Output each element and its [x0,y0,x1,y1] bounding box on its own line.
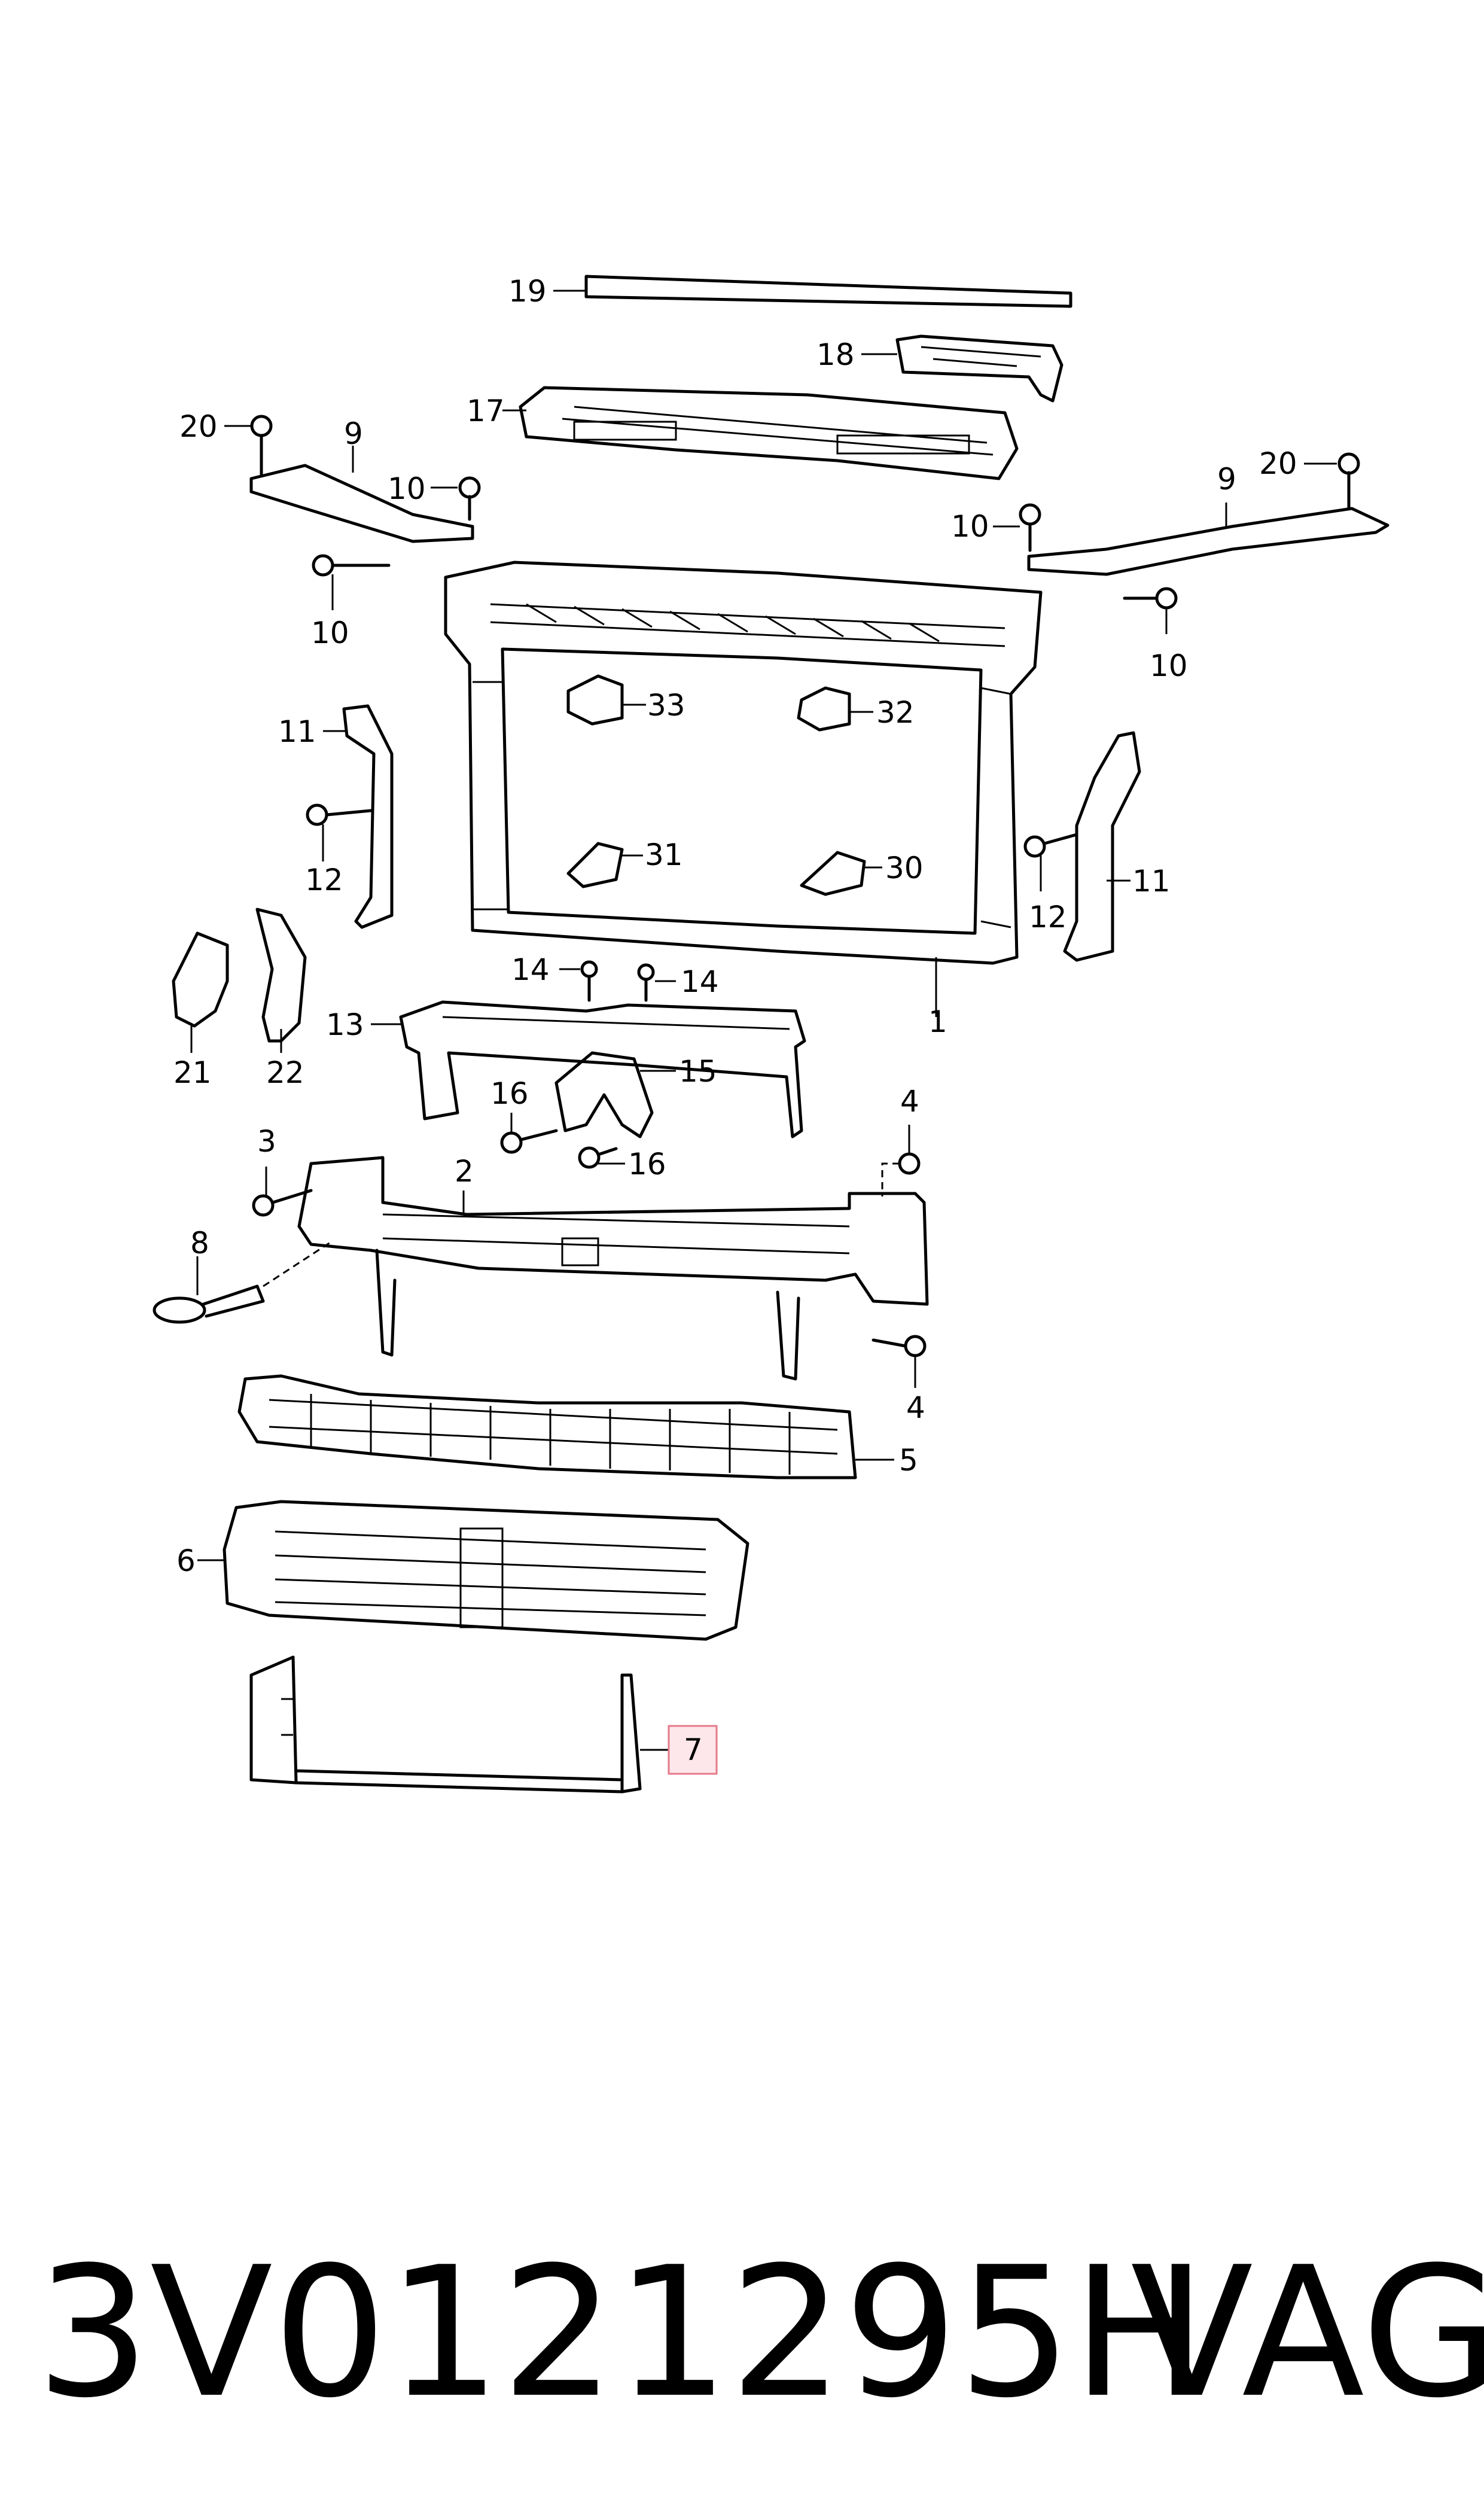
part-4-screws [871,1125,927,1388]
callout-22: 22 [266,1055,304,1090]
part-16-screws [500,1113,625,1169]
callout-33: 33 [647,688,685,723]
callout-6: 6 [176,1543,196,1578]
callout-14-left: 14 [511,952,550,987]
callout-7-highlight [668,1725,718,1775]
callout-11-left: 11 [278,714,316,749]
callout-21: 21 [173,1055,212,1090]
callout-7: 7 [684,1733,703,1767]
callout-20-right: 20 [1259,446,1297,481]
part-2-bumper-reinforcement [297,1156,929,1381]
part-13-lower-carrier [371,1000,806,1138]
part-7-air-guide [249,1655,670,1794]
part-32-clip [797,686,873,732]
callout-20-left: 20 [179,409,218,444]
callout-32: 32 [876,695,915,730]
part-9-left-strut [249,446,474,543]
callout-4-bottom: 4 [906,1390,925,1425]
part-17-upper-cross-member [502,386,1019,480]
part-21-bracket [172,931,229,1053]
exploded-parts-diagram: 19 18 17 20 9 10 10 [153,274,1389,1794]
callout-15: 15 [679,1054,717,1089]
part-12-left-screw [306,803,373,861]
part-9-right-strut [1027,503,1389,576]
callout-13: 13 [326,1007,364,1042]
callout-8: 8 [190,1226,209,1260]
part-30-clip [800,851,882,896]
part-14-clips [559,960,676,1002]
part-1-lock-carrier-frame [444,561,1043,1017]
callout-2: 2 [455,1154,474,1189]
part-19-seal-strip [553,275,1072,308]
callout-17: 17 [467,394,505,428]
callout-4-top: 4 [900,1084,919,1119]
callout-11-right: 11 [1132,864,1171,899]
part-5-energy-absorber [237,1374,894,1479]
callout-9-left: 9 [344,416,363,451]
callout-16-a: 16 [490,1076,529,1111]
callout-30: 30 [885,851,924,885]
part-33-clip [566,674,646,726]
part-20-left-screw [224,415,273,477]
part-31-clip [566,842,643,888]
part-12-right-screw [1023,833,1078,891]
callout-9-right: 9 [1217,462,1236,497]
callout-12-left: 12 [305,863,343,897]
part-20-right-screw [1304,452,1360,510]
part-22-bracket [255,908,307,1053]
callout-19: 19 [508,274,547,309]
callout-16-b: 16 [628,1147,666,1182]
callout-18: 18 [816,337,855,372]
part-8-towing-eye [153,1240,333,1324]
part-number: 3V0121295H [36,2228,1207,2437]
part-6-air-shutter [197,1500,749,1641]
callout-12-right: 12 [1029,900,1067,934]
part-11-right-side-bracket [1063,731,1141,962]
brand-name: VAG [1130,2228,1484,2437]
part-15-lock-bracket [554,1051,676,1138]
callout-10-b: 10 [311,616,349,650]
callout-1: 1 [928,1004,947,1039]
part-18-bracket [861,334,1064,403]
callout-5: 5 [899,1443,918,1478]
callout-31: 31 [645,838,683,872]
part-10-right-screws [993,503,1178,634]
callout-10-c: 10 [951,509,989,544]
part-11-left-side-bracket [323,704,394,929]
callout-10-d: 10 [1150,648,1188,683]
callout-14-right: 14 [681,964,719,999]
part-10-left-screws [312,476,481,610]
callout-3: 3 [257,1124,276,1159]
callout-10-a: 10 [388,471,426,506]
